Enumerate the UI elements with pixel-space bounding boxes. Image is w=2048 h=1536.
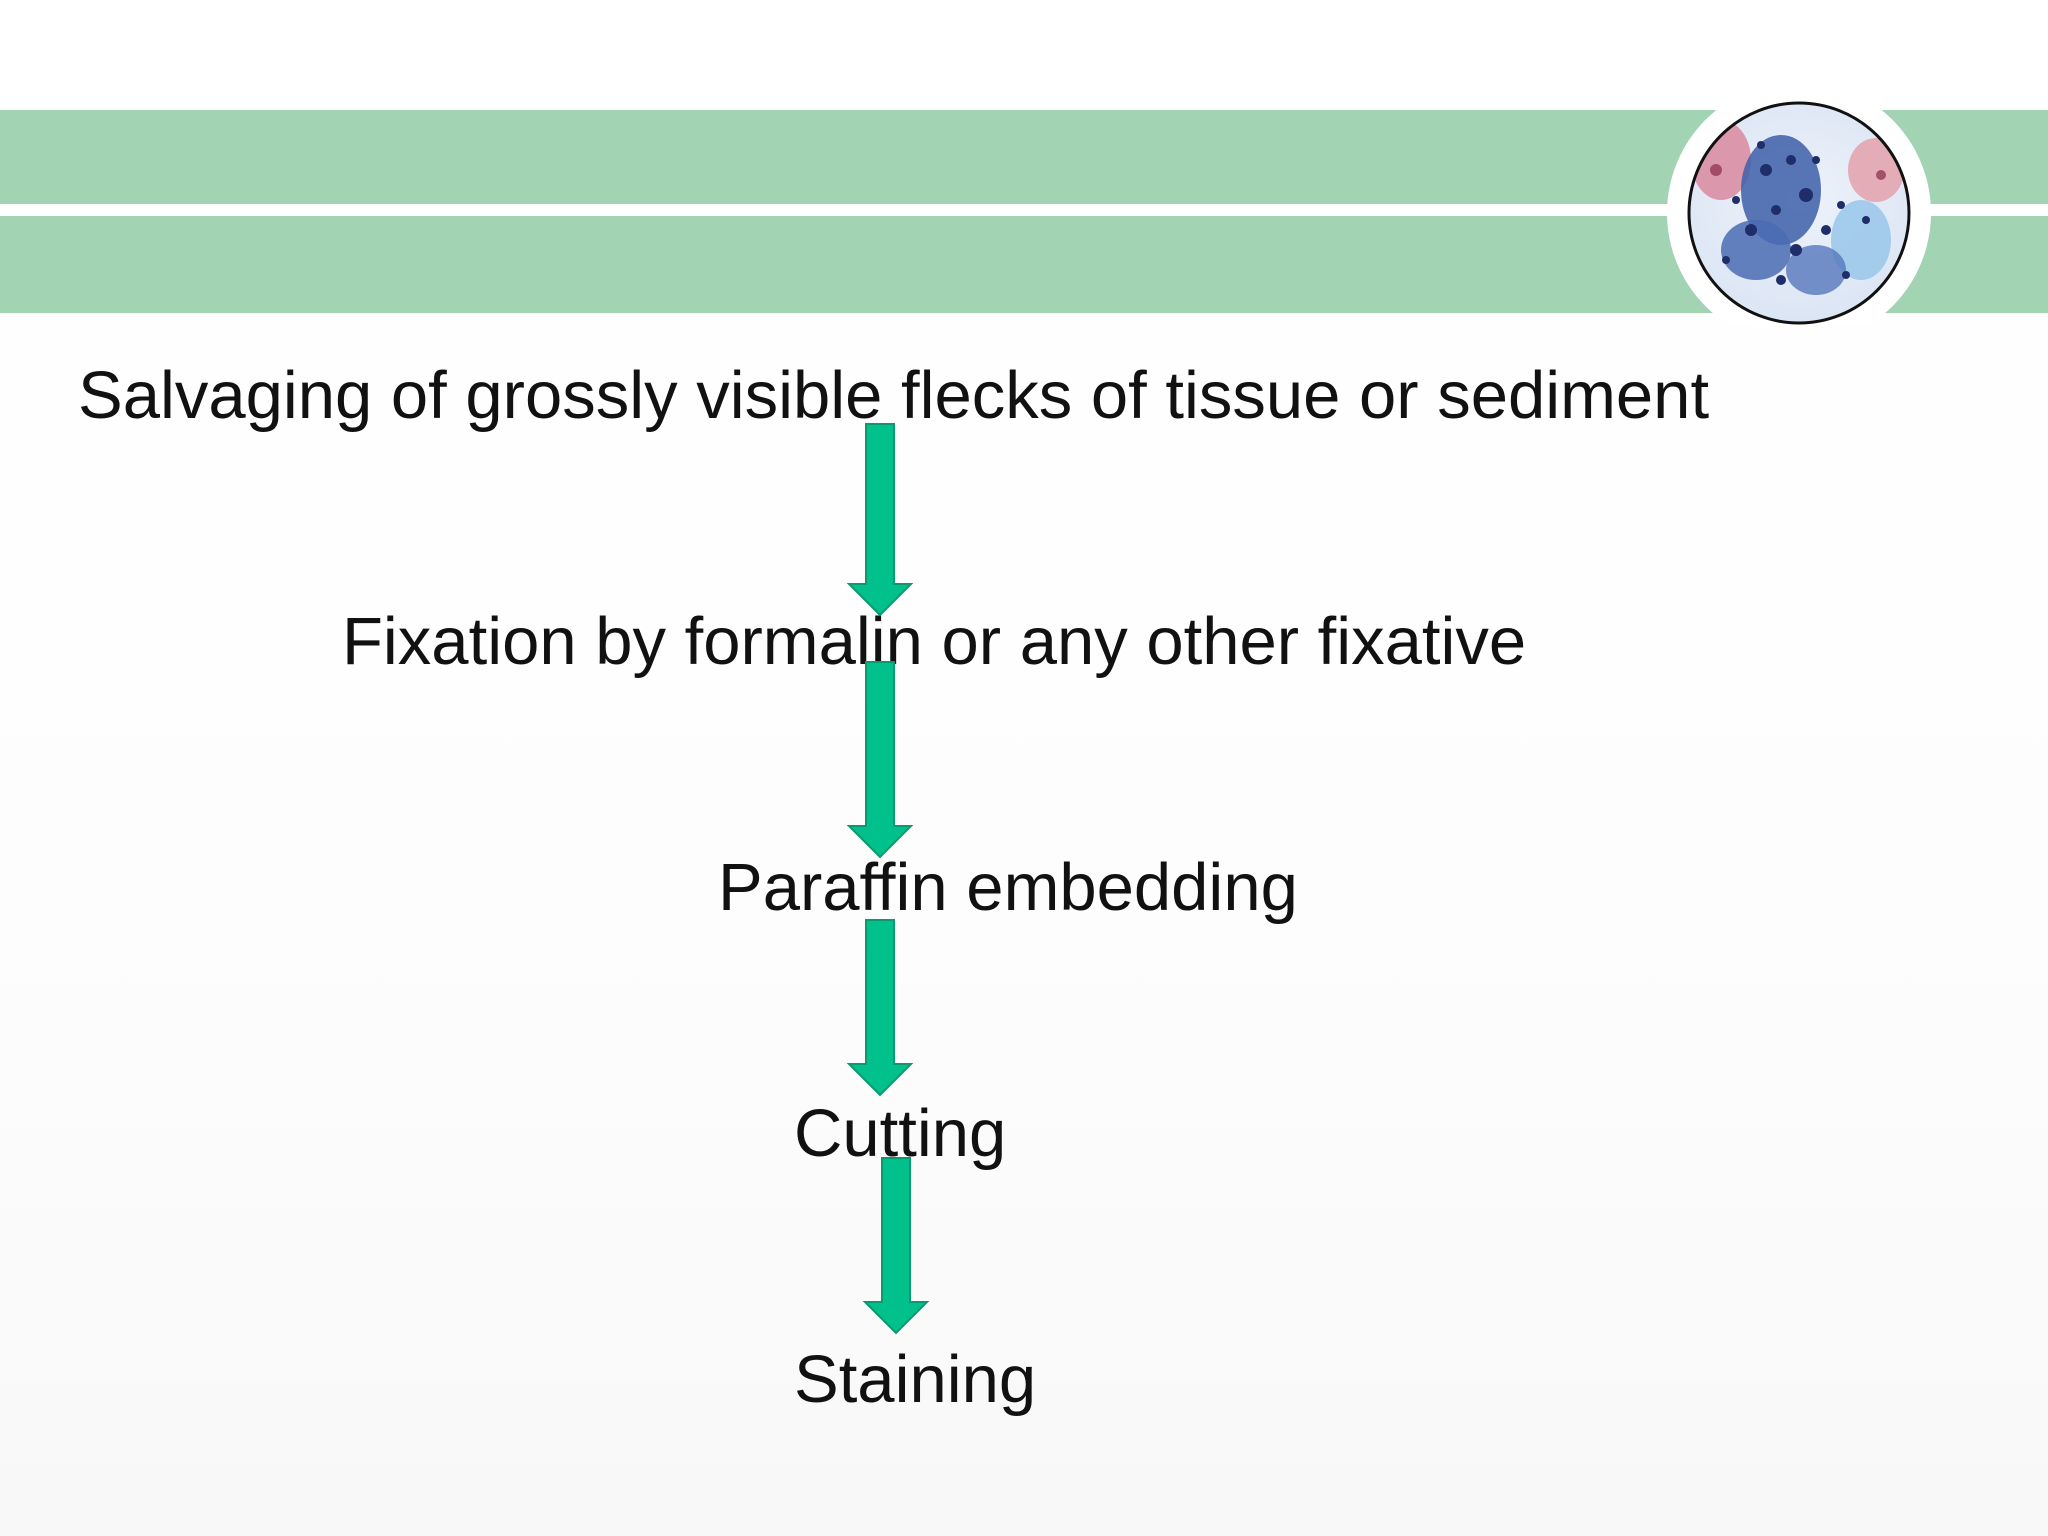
flow-step-paraffin-embedding: Paraffin embedding xyxy=(718,850,1298,925)
flow-step-fixation: Fixation by formalin or any other fixati… xyxy=(342,604,1527,679)
stained-cell-micrograph-image xyxy=(1667,81,1931,345)
header-band-divider xyxy=(0,204,2048,216)
down-arrow-icon xyxy=(845,661,915,859)
flow-step-cutting: Cutting xyxy=(794,1096,1007,1171)
down-arrow-icon xyxy=(845,423,915,617)
down-arrow-icon xyxy=(861,1157,931,1335)
flow-step-staining: Staining xyxy=(794,1342,1037,1417)
down-arrow-icon xyxy=(845,919,915,1097)
micrograph-badge xyxy=(1666,81,1932,345)
flow-step-salvaging: Salvaging of grossly visible flecks of t… xyxy=(78,358,1710,433)
